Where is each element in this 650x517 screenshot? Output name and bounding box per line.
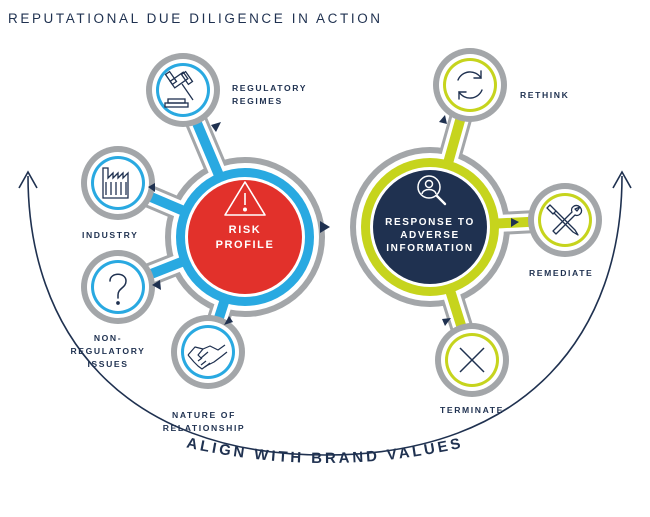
factory-icon — [102, 167, 129, 199]
label-non-regulatory-line2: REGULATORY — [70, 346, 145, 356]
flow-arrow — [320, 221, 330, 233]
tools-icon — [546, 204, 583, 236]
label-remediate: REMEDIATE — [529, 268, 593, 278]
refresh-icon — [457, 70, 483, 100]
gavel-icon — [164, 70, 194, 108]
node-regulatory-regimes — [146, 53, 220, 127]
node-remediate — [528, 183, 602, 257]
label-regulatory-line2: REGIMES — [232, 96, 283, 106]
response-line1: RESPONSE TO — [385, 217, 475, 228]
search-person-icon — [417, 175, 447, 206]
node-nature-of-relationship — [171, 315, 245, 389]
label-relationship-line2: RELATIONSHIP — [163, 423, 246, 433]
node-industry — [81, 146, 155, 220]
response-cluster: RESPONSE TO ADVERSE INFORMATION — [350, 48, 602, 397]
risk-profile-line1: RISK — [229, 224, 262, 236]
risk-profile-cluster: RISK PROFILE — [81, 53, 325, 389]
risk-profile-line2: PROFILE — [216, 239, 275, 251]
node-non-regulatory-issues — [81, 250, 155, 324]
node-labels: REGULATORY REGIMES INDUSTRY NON- REGULAT… — [70, 83, 593, 433]
response-hub — [373, 170, 487, 284]
label-relationship-line1: NATURE OF — [172, 410, 236, 420]
label-terminate: TERMINATE — [440, 405, 504, 415]
warning-icon — [224, 181, 266, 216]
risk-profile-hub — [188, 180, 302, 294]
label-rethink: RETHINK — [520, 90, 569, 100]
label-industry: INDUSTRY — [82, 230, 138, 240]
label-non-regulatory-line1: NON- — [94, 333, 122, 343]
question-icon — [109, 273, 127, 305]
node-terminate — [435, 323, 509, 397]
cross-icon — [459, 347, 485, 373]
spoke-arrows-right — [439, 115, 519, 326]
response-line3: INFORMATION — [386, 243, 473, 254]
node-rethink — [433, 48, 507, 122]
page-title: REPUTATIONAL DUE DILIGENCE IN ACTION — [8, 11, 383, 26]
handshake-icon — [187, 344, 228, 370]
label-non-regulatory-line3: ISSUES — [87, 359, 128, 369]
spoke-arrows-left — [148, 122, 233, 325]
response-line2: ADVERSE — [400, 230, 460, 241]
label-regulatory-line1: REGULATORY — [232, 83, 307, 93]
brand-values-label: ALIGN WITH BRAND VALUES — [185, 435, 465, 468]
